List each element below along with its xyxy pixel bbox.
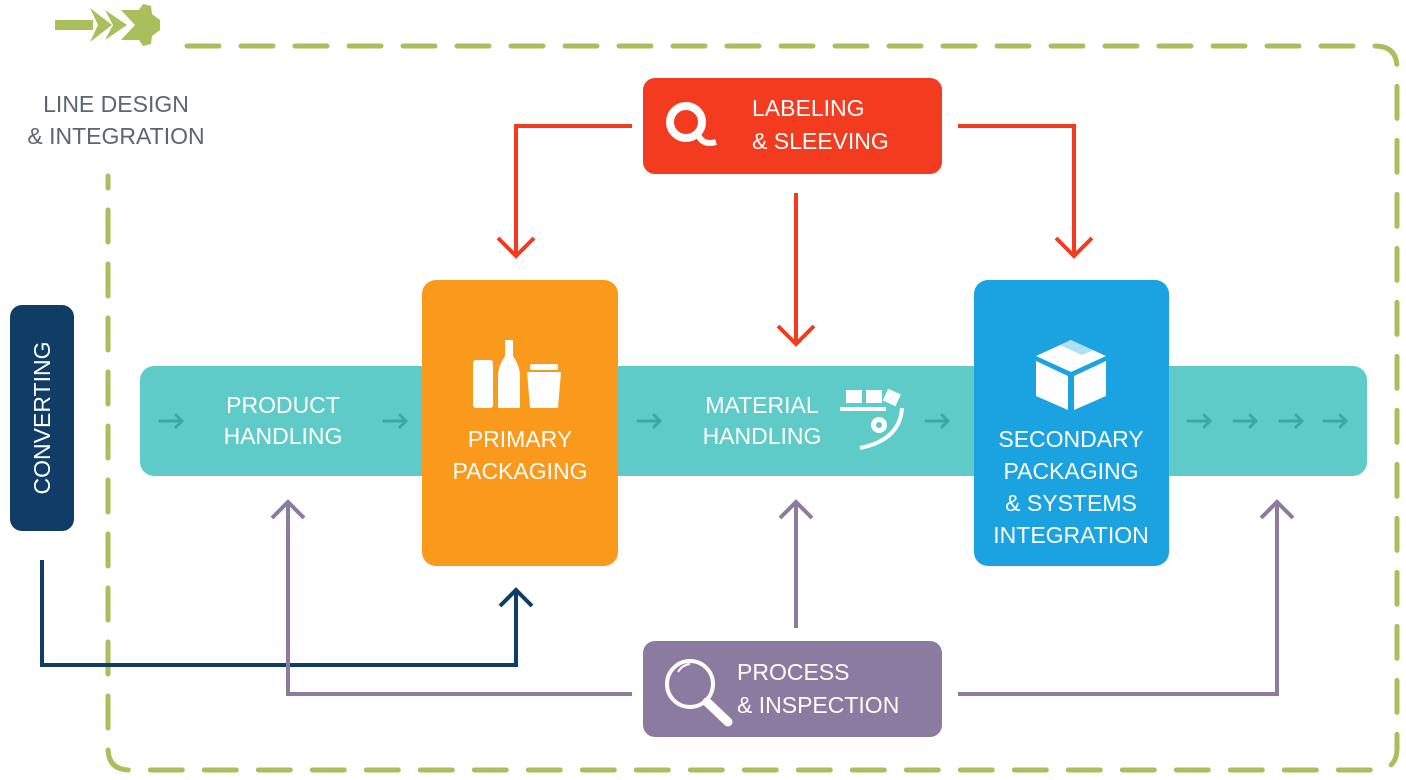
process-box [643,641,942,737]
converting-label: CONVERTING [29,342,55,495]
primary-packaging-label-2: PACKAGING [452,458,587,484]
material-handling-label-1: MATERIAL [705,392,819,418]
secondary-packaging-label-1: SECONDARY [998,426,1143,452]
line-design-label-2: & INTEGRATION [27,123,204,149]
label-roll-icon [666,102,717,146]
conveyor-band [140,366,1367,476]
product-handling-label-1: PRODUCT [226,392,340,418]
secondary-packaging-box [974,280,1169,566]
labeling-box [643,78,942,174]
converting-arrowhead [498,587,534,608]
process-label-2: & INSPECTION [737,692,899,718]
line-design-boundary [105,43,1400,773]
conveyor-gear-icon [840,388,904,450]
labeling-label-2: & SLEEVING [752,128,889,154]
primary-packaging-label-1: PRIMARY [468,426,572,452]
material-handling-label-2: HANDLING [703,423,822,449]
gear-arrow-icon [55,4,160,46]
converting-connector [40,560,518,667]
converting-box [10,305,74,531]
secondary-packaging-label-2: PACKAGING [1003,458,1138,484]
secondary-packaging-label-3: & SYSTEMS [1005,490,1137,516]
process-connectors [270,499,1295,696]
secondary-packaging-label-4: INTEGRATION [993,522,1148,548]
conveyor-arrows [158,413,1349,429]
labeling-label-1: LABELING [752,95,865,121]
labeling-connectors [496,124,1094,347]
box-icon [1036,340,1106,410]
process-label-1: PROCESS [737,659,849,685]
line-design-label-1: LINE DESIGN [43,91,189,117]
bottles-cans-icon [473,340,561,408]
magnifier-icon [665,659,733,727]
primary-packaging-box [422,280,618,566]
product-handling-label-2: HANDLING [224,423,343,449]
